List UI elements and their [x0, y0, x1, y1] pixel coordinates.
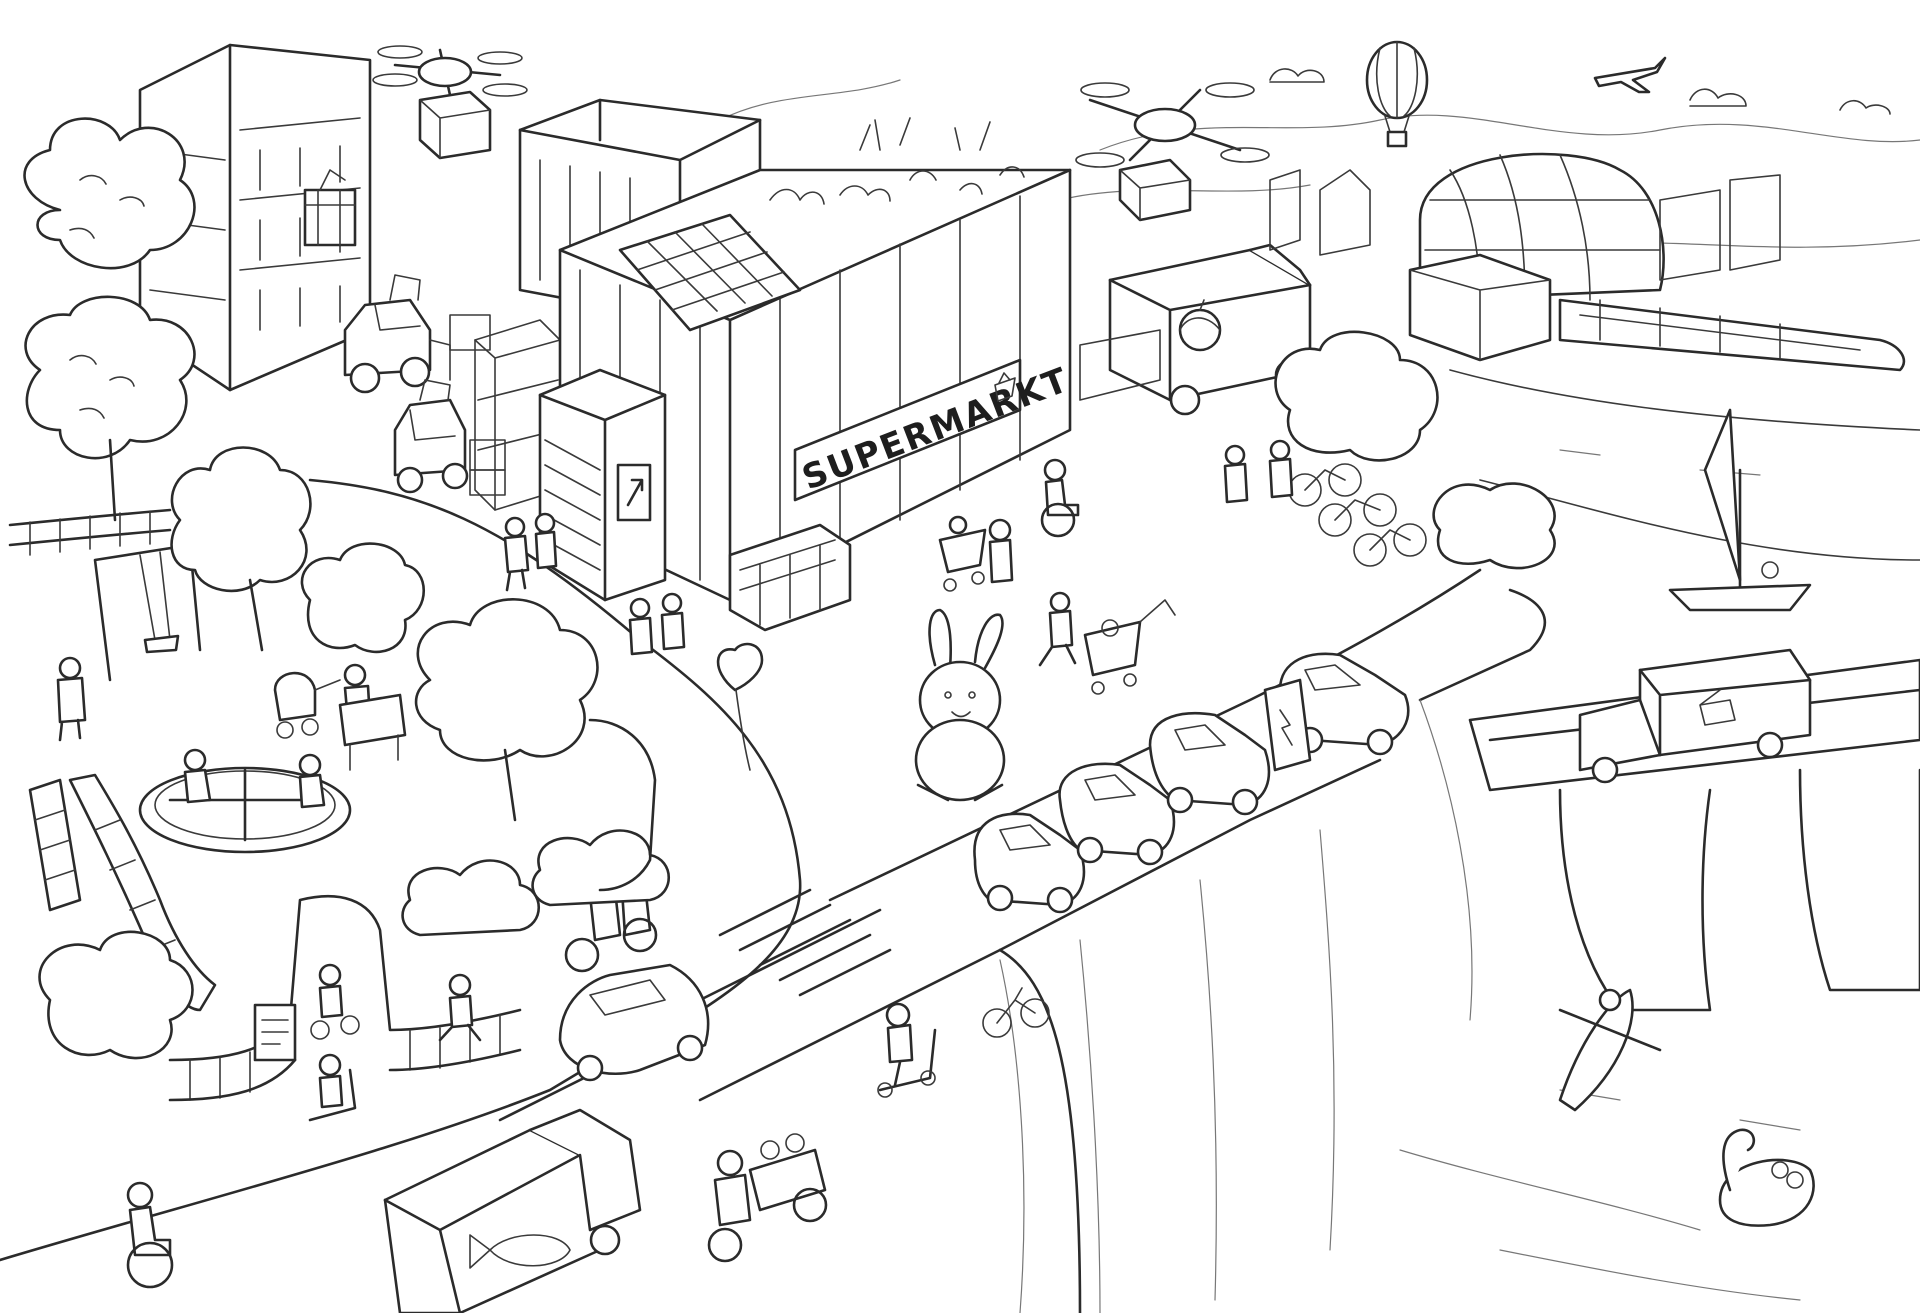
tree-icon: [38, 930, 194, 1060]
river-bottom: [1399, 1089, 1801, 1301]
kayak-icon: [1558, 988, 1662, 1112]
car-icon: [1148, 712, 1271, 816]
car-icon: [558, 963, 710, 1082]
wheelchair-icon: [126, 1181, 174, 1289]
bench: [338, 693, 407, 771]
tree-icon: [1432, 482, 1556, 570]
wheelchair-icon: [1040, 458, 1080, 538]
sailboat-icon: [1668, 408, 1812, 612]
bicycle-icon: [982, 987, 1050, 1038]
distant-houses: [1269, 169, 1781, 281]
car-icon: [1058, 762, 1176, 866]
drone-icon: [372, 45, 528, 160]
bunny-icon: [914, 608, 1006, 802]
tree-icon: [23, 117, 196, 270]
airplane-icon: [1593, 56, 1667, 94]
merry-go-round-icon: [138, 748, 352, 854]
roof-garden: [769, 117, 1025, 205]
forklift-icon: [343, 274, 491, 394]
train-station: [1408, 152, 1665, 362]
truck-icon: [383, 1108, 642, 1313]
entrance-stairs: [538, 368, 667, 602]
forklift-icon: [393, 379, 506, 496]
cloud-icon: [1269, 68, 1891, 115]
apartment-building: [138, 43, 372, 392]
people-group: [503, 439, 1294, 667]
truck-icon: [1578, 648, 1812, 784]
tree-icon: [24, 295, 196, 522]
crosswalk: [718, 888, 892, 997]
swan-boat-icon: [1718, 1128, 1815, 1227]
tree-icon: [1274, 330, 1439, 462]
shopping-cart-icon: [938, 515, 1014, 592]
train-icon: [1558, 298, 1906, 372]
child-tricycle: [310, 963, 360, 1040]
charging-station-icon: [1263, 678, 1312, 772]
car-icon: [973, 812, 1086, 914]
person-standing: [56, 656, 87, 742]
child-scooter: [308, 1053, 357, 1122]
fence: [8, 508, 172, 556]
bush: [401, 829, 671, 937]
bicycle-icon: [1288, 463, 1427, 567]
hot-air-balloon-icon: [1365, 40, 1429, 148]
scooter-rider: [877, 1002, 937, 1098]
park-sign: [253, 1003, 297, 1062]
heart-balloon-icon: [716, 642, 764, 771]
drone-icon: [1075, 82, 1270, 222]
tree-icon: [414, 598, 599, 822]
cargo-bike-rider: [707, 1133, 828, 1263]
child-running: [438, 973, 482, 1042]
park-fence: [168, 718, 657, 1102]
slide-icon: [28, 773, 217, 1012]
tree-icon: [170, 446, 312, 652]
produce-stand: [728, 523, 852, 632]
solar-panel-icon: [618, 213, 802, 332]
tree-icon: [300, 542, 426, 654]
shopping-cart-icon: [1083, 599, 1176, 695]
embankment: [999, 699, 1473, 1313]
